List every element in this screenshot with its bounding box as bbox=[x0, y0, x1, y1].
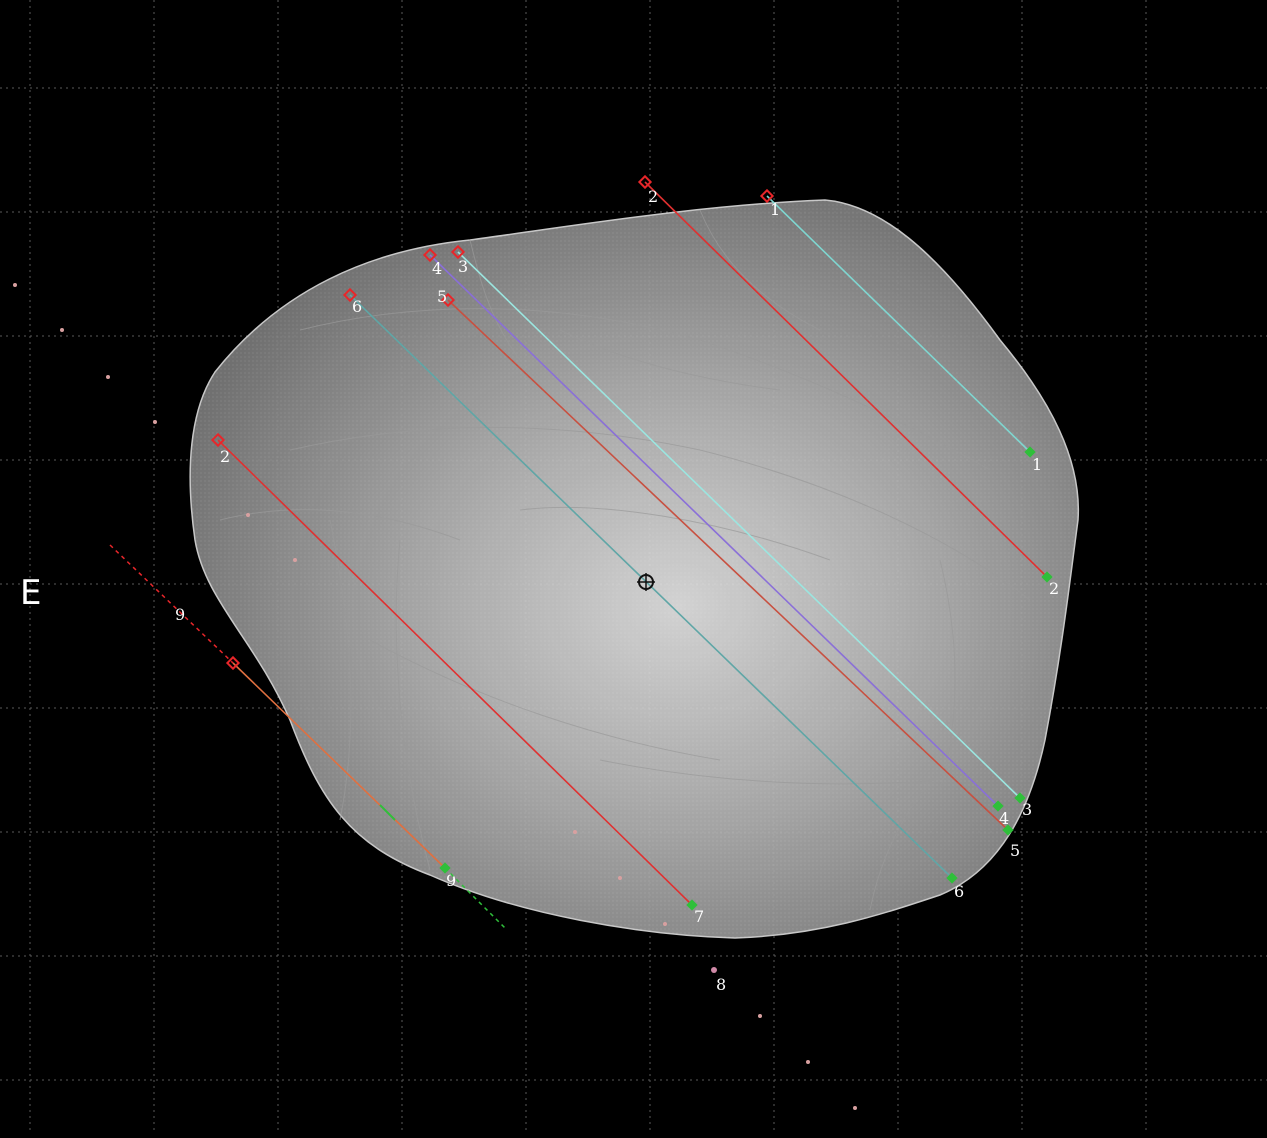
stray-point bbox=[853, 1106, 857, 1110]
reappearance-marker bbox=[1041, 571, 1053, 583]
chord-line bbox=[217, 439, 693, 906]
stray-point bbox=[711, 967, 717, 973]
reappearance-marker bbox=[1014, 792, 1026, 804]
stray-point bbox=[806, 1060, 810, 1064]
stray-point bbox=[573, 830, 577, 834]
chord-5: 55 bbox=[437, 287, 1020, 860]
chord-4: 44 bbox=[422, 247, 1009, 828]
stray-point bbox=[758, 1014, 762, 1018]
chord-start-label: 4 bbox=[432, 259, 442, 278]
stray-point bbox=[106, 375, 110, 379]
chord-end-label: 4 bbox=[999, 809, 1009, 828]
chord-2: 22 bbox=[637, 174, 1059, 598]
chord-line bbox=[447, 299, 1009, 831]
disappearance-marker bbox=[210, 432, 226, 448]
chord-start-label: 1 bbox=[770, 200, 780, 219]
chord-7: 27 bbox=[210, 432, 704, 926]
disappearance-marker bbox=[450, 244, 466, 260]
chord-line bbox=[232, 662, 446, 869]
stray-point bbox=[13, 283, 17, 287]
chord-9-extension bbox=[109, 544, 506, 929]
east-direction-label: E bbox=[20, 573, 42, 613]
chord-line bbox=[429, 254, 999, 807]
chord-1: 11 bbox=[759, 188, 1042, 474]
reappearance-marker bbox=[946, 872, 958, 884]
chord-start-label: 9 bbox=[175, 605, 185, 624]
stray-point bbox=[153, 420, 157, 424]
chord-end-label: 2 bbox=[1049, 579, 1059, 598]
asteroid-shape-outline bbox=[189, 199, 1080, 939]
reappearance-marker bbox=[1002, 824, 1014, 836]
stray-point bbox=[663, 922, 667, 926]
chord-start-label: 2 bbox=[648, 187, 658, 206]
chord-line bbox=[644, 181, 1048, 578]
chord-start-label: 2 bbox=[220, 447, 230, 466]
stray-point bbox=[618, 876, 622, 880]
disappearance-marker bbox=[342, 287, 358, 303]
chord-start-label: 5 bbox=[437, 287, 447, 306]
disappearance-marker bbox=[422, 247, 438, 263]
chord-start-label: 6 bbox=[352, 297, 362, 316]
chord-end-label: 7 bbox=[694, 907, 704, 926]
disappearance-marker bbox=[225, 655, 241, 671]
chord-end-label: 5 bbox=[1010, 841, 1020, 860]
crosshair-icon bbox=[637, 573, 655, 591]
reappearance-marker bbox=[686, 899, 698, 911]
stray-point bbox=[293, 558, 297, 562]
stray-point bbox=[60, 328, 64, 332]
chord-line bbox=[766, 195, 1031, 453]
stray-points: 8 bbox=[13, 283, 857, 1110]
disappearance-marker bbox=[440, 292, 456, 308]
reappearance-marker bbox=[1024, 446, 1036, 458]
chord-end-label: 9 bbox=[446, 871, 456, 890]
stray-label: 8 bbox=[716, 975, 726, 994]
disappearance-marker bbox=[759, 188, 775, 204]
chord-end-label: 1 bbox=[1032, 455, 1042, 474]
chord-3: 33 bbox=[450, 244, 1032, 819]
chord-end-label: 3 bbox=[1022, 800, 1032, 819]
reappearance-marker bbox=[992, 800, 1004, 812]
disappearance-marker bbox=[637, 174, 653, 190]
stray-point bbox=[246, 513, 250, 517]
chord-line bbox=[457, 251, 1021, 799]
chord-end-label: 6 bbox=[954, 882, 964, 901]
chord-start-label: 3 bbox=[458, 257, 468, 276]
facet-edges bbox=[219, 209, 1031, 911]
